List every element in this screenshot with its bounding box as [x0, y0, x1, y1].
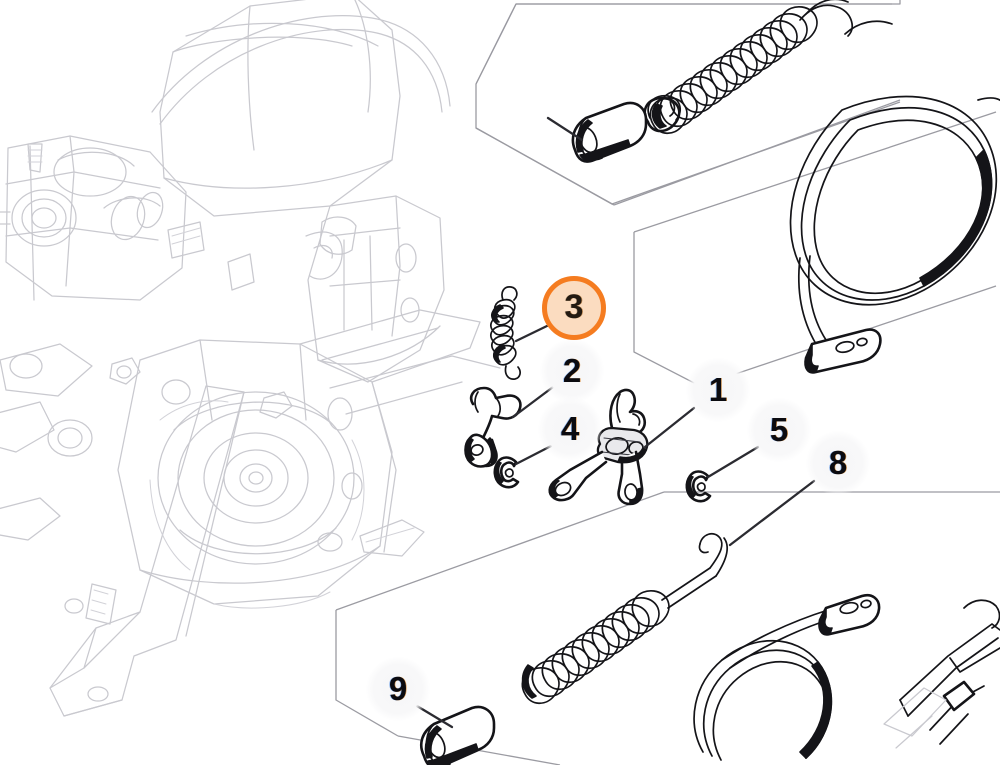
callout-label-3: 3: [564, 288, 584, 326]
part-lower-right-bracket: [883, 599, 1000, 749]
part-retaining-ring-4: [493, 456, 520, 489]
callout-label-1: 1: [708, 370, 728, 408]
callout-label-2: 2: [562, 351, 582, 389]
part-bell-crank-lever: [464, 386, 522, 468]
part-brake-band-bottom: [693, 593, 881, 761]
part-tension-spring-small: [490, 286, 521, 380]
callout-marker-4[interactable]: 4: [538, 397, 602, 461]
leader-8: [728, 479, 816, 547]
part-brake-lever-linkage: [548, 388, 649, 506]
ghost-engine-assembly: [0, 0, 501, 717]
part-sleeve-bushing-top: [546, 101, 648, 163]
leader-5: [706, 445, 760, 479]
callout-label-9: 9: [388, 669, 408, 707]
part-brake-spring-hook-rod: [521, 532, 729, 705]
callout-marker-2[interactable]: 2: [540, 339, 604, 403]
part-sleeve-bushing-bottom: [420, 705, 496, 765]
callout-label-8: 8: [828, 443, 848, 481]
callout-marker-9[interactable]: 9: [366, 657, 430, 721]
part-brake-band-right: [789, 95, 1000, 374]
inset-box-top: [475, 0, 901, 206]
leader-3: [514, 323, 551, 343]
callout-marker-3[interactable]: 3: [542, 276, 606, 340]
callout-marker-1[interactable]: 1: [686, 358, 750, 422]
callout-marker-5[interactable]: 5: [747, 398, 811, 462]
leader-1: [643, 406, 696, 449]
leader-2: [511, 385, 555, 419]
callout-label-4: 4: [560, 409, 580, 447]
callout-label-5: 5: [769, 410, 789, 448]
part-coil-spring-top: [643, 0, 893, 135]
part-retaining-ring-5: [685, 470, 712, 503]
leader-9: [415, 704, 454, 729]
callout-marker-8[interactable]: 8: [806, 431, 870, 495]
